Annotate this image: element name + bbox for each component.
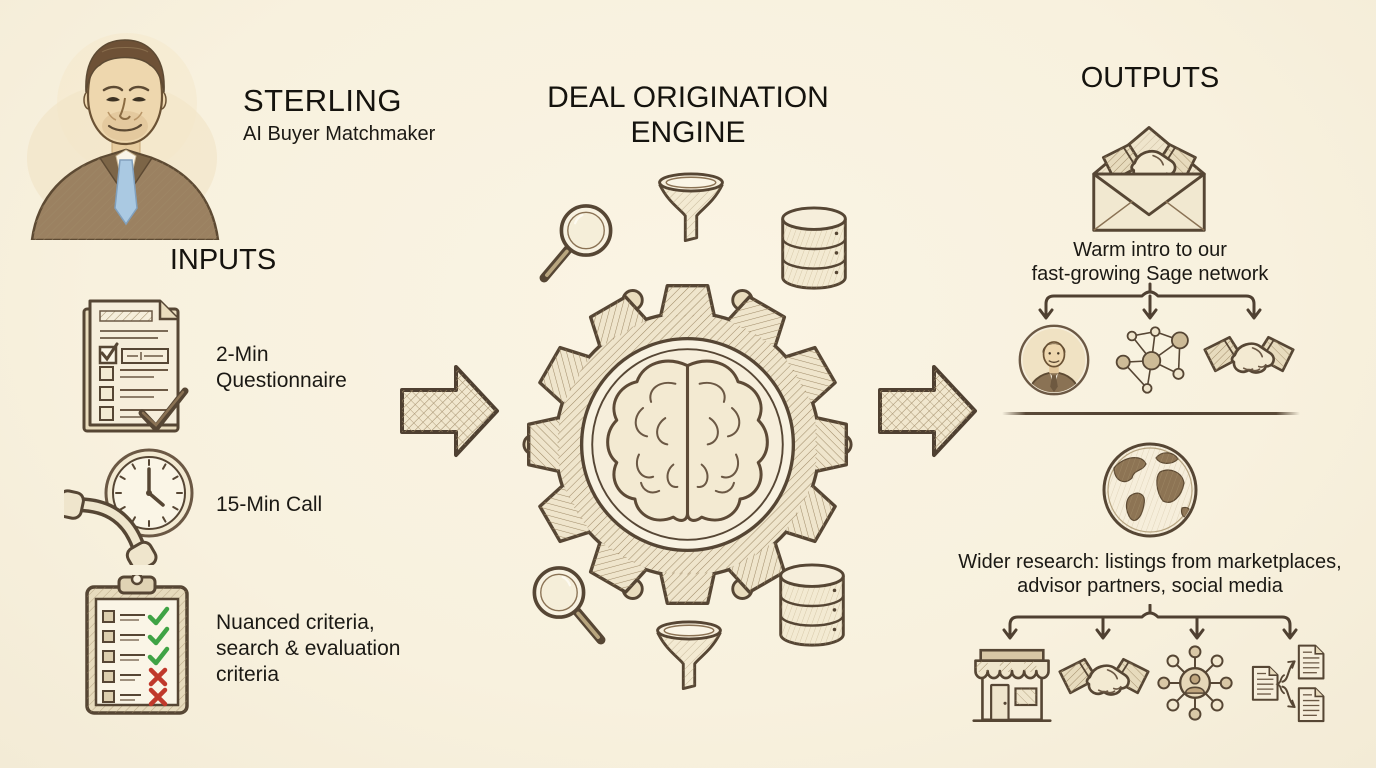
input-label-questionnaire: 2-Min Questionnaire [216,343,347,392]
funnel-icon [656,620,722,690]
warm-intro-caption: Warm intro to our fast-growing Sage netw… [990,238,1310,286]
outputs-heading: OUTPUTS [1080,62,1220,94]
warm-intro-line1: Warm intro to our [1073,239,1227,261]
wider-research-caption: Wider research: listings from marketplac… [950,550,1350,598]
magnifier-icon [532,566,606,645]
questionnaire-document-icon [82,299,189,433]
database-icon [781,206,847,290]
engine-title-line1: DEAL ORIGINATION [547,81,829,114]
documents-split-icon [1251,644,1325,723]
storefront-icon [972,648,1052,722]
section-divider [1002,412,1300,415]
handshake-icon [1058,657,1150,696]
funnel-icon [658,172,724,242]
checklist-clipboard-icon [85,575,189,715]
person-network-icon [1157,645,1233,721]
magnifier-icon [539,204,613,283]
engine-title-line2: ENGINE [630,116,746,149]
handshake-icon [1203,335,1295,374]
input-label-call: 15-Min Call [216,493,323,516]
brand-name: STERLING [243,83,403,118]
gear-brain-icon [522,284,853,605]
database-icon [779,563,845,647]
brain-icon [606,359,769,522]
brand-tagline: AI Buyer Matchmaker [243,123,436,145]
inputs-heading: INPUTS [169,244,277,276]
warm-intro-line2: fast-growing Sage network [1031,263,1269,285]
envelope-handshake-icon [1092,126,1206,232]
branch-arrows-3-icon [1038,282,1262,320]
globe-icon [1102,442,1198,538]
buyer-portrait-icon [1018,324,1090,396]
wider-research-line2: advisor partners, social media [1017,575,1283,597]
flow-arrow-right-icon [878,365,977,457]
network-graph-icon [1115,326,1189,394]
branch-arrows-4-icon [1002,604,1298,640]
man-portrait-illustration [27,33,220,240]
flow-arrow-left-icon [400,365,499,457]
engine-title: DEAL ORIGINATION ENGINE [538,80,838,150]
input-label-criteria: Nuanced criteria, search & evaluation cr… [216,611,401,686]
phone-clock-icon [64,448,194,565]
wider-research-line1: Wider research: listings from marketplac… [958,551,1342,573]
